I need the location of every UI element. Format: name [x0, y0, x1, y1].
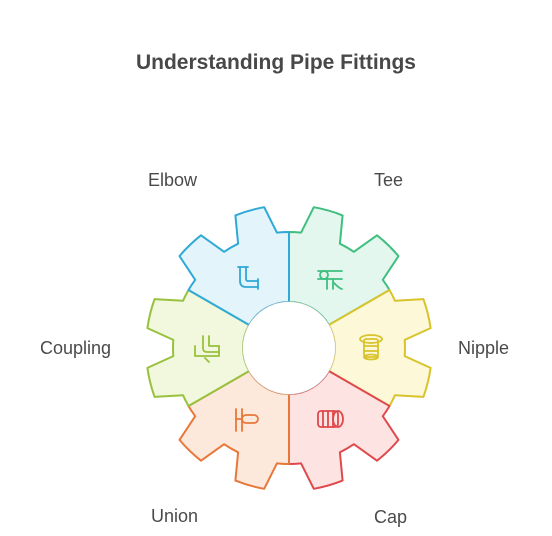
- label-cap: Cap: [374, 507, 408, 527]
- elbow-fitting-icon: [237, 266, 259, 290]
- diagram-title: Understanding Pipe Fittings: [135, 51, 416, 74]
- label-elbow: Elbow: [148, 170, 198, 190]
- label-tee: Tee: [374, 170, 404, 190]
- label-union: Union: [151, 506, 199, 526]
- union-fitting-icon: [235, 408, 259, 432]
- coupling-fitting-icon: [194, 335, 220, 363]
- nipple-fitting-icon: [359, 334, 383, 361]
- label-nipple: Nipple: [458, 338, 510, 358]
- gear-hub: [243, 302, 335, 394]
- cap-fitting-icon: [317, 410, 344, 428]
- tee-fitting-icon: [317, 270, 343, 290]
- label-coupling: Coupling: [40, 338, 112, 358]
